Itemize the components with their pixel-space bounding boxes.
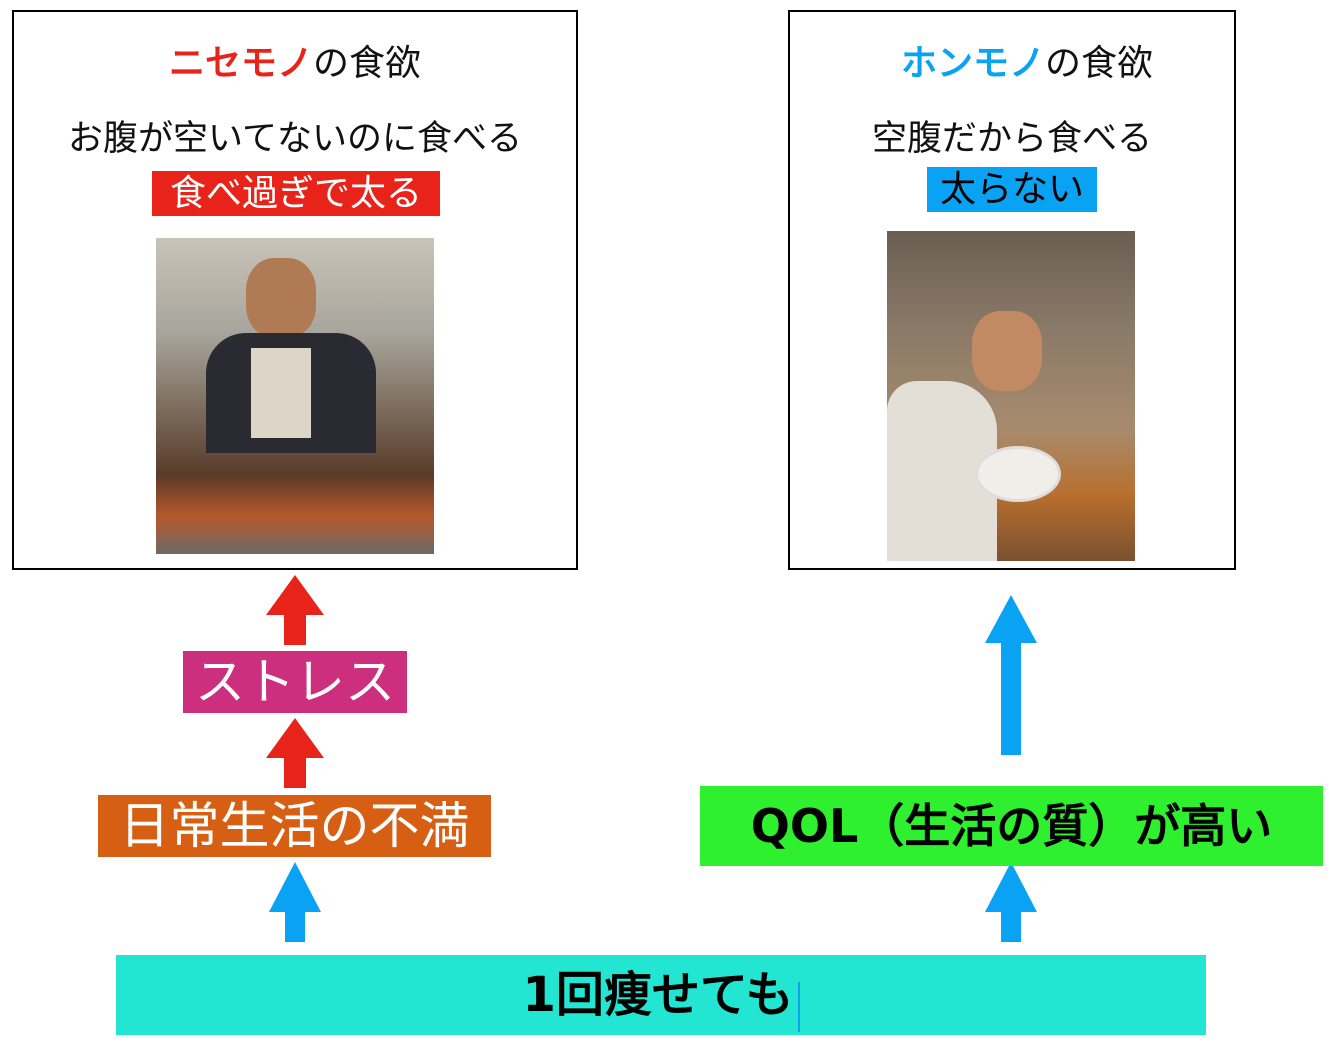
qol-label: QOL（生活の質）が高い [700, 786, 1323, 866]
title-highlight: ホンモノ [900, 43, 1045, 84]
fake-appetite-title: ニセモノの食欲 [14, 34, 576, 86]
fake-result-label: 食べ過ぎで太る [152, 171, 440, 216]
man-eating-hotpot-photo [156, 238, 434, 554]
blue-arrow-up-icon [985, 862, 1037, 942]
base-label-box[interactable]: 1回痩せても [116, 955, 1206, 1035]
base-label: 1回痩せても [522, 967, 794, 1023]
real-appetite-title: ホンモノの食欲 [820, 34, 1234, 86]
man-with-ramen-photo [887, 231, 1135, 561]
red-arrow-up-icon [266, 575, 324, 645]
real-appetite-panel: ホンモノの食欲 空腹だから食べる 太らない [788, 10, 1236, 570]
red-arrow-up-icon [266, 718, 324, 788]
title-highlight: ニセモノ [168, 43, 313, 84]
real-result-label: 太らない [927, 167, 1097, 212]
fake-appetite-description: お腹が空いてないのに食べる [68, 119, 522, 159]
title-rest: の食欲 [1045, 43, 1154, 84]
fake-appetite-panel: ニセモノの食欲 お腹が空いてないのに食べる 食べ過ぎで太る [12, 10, 578, 570]
real-appetite-description: 空腹だから食べる [871, 119, 1152, 159]
text-caret [797, 981, 800, 1032]
dissatisfaction-label: 日常生活の不満 [98, 795, 491, 857]
title-rest: の食欲 [313, 43, 422, 84]
blue-arrow-up-long-icon [985, 595, 1037, 755]
stress-label: ストレス [183, 651, 407, 713]
blue-arrow-up-icon [269, 862, 321, 942]
